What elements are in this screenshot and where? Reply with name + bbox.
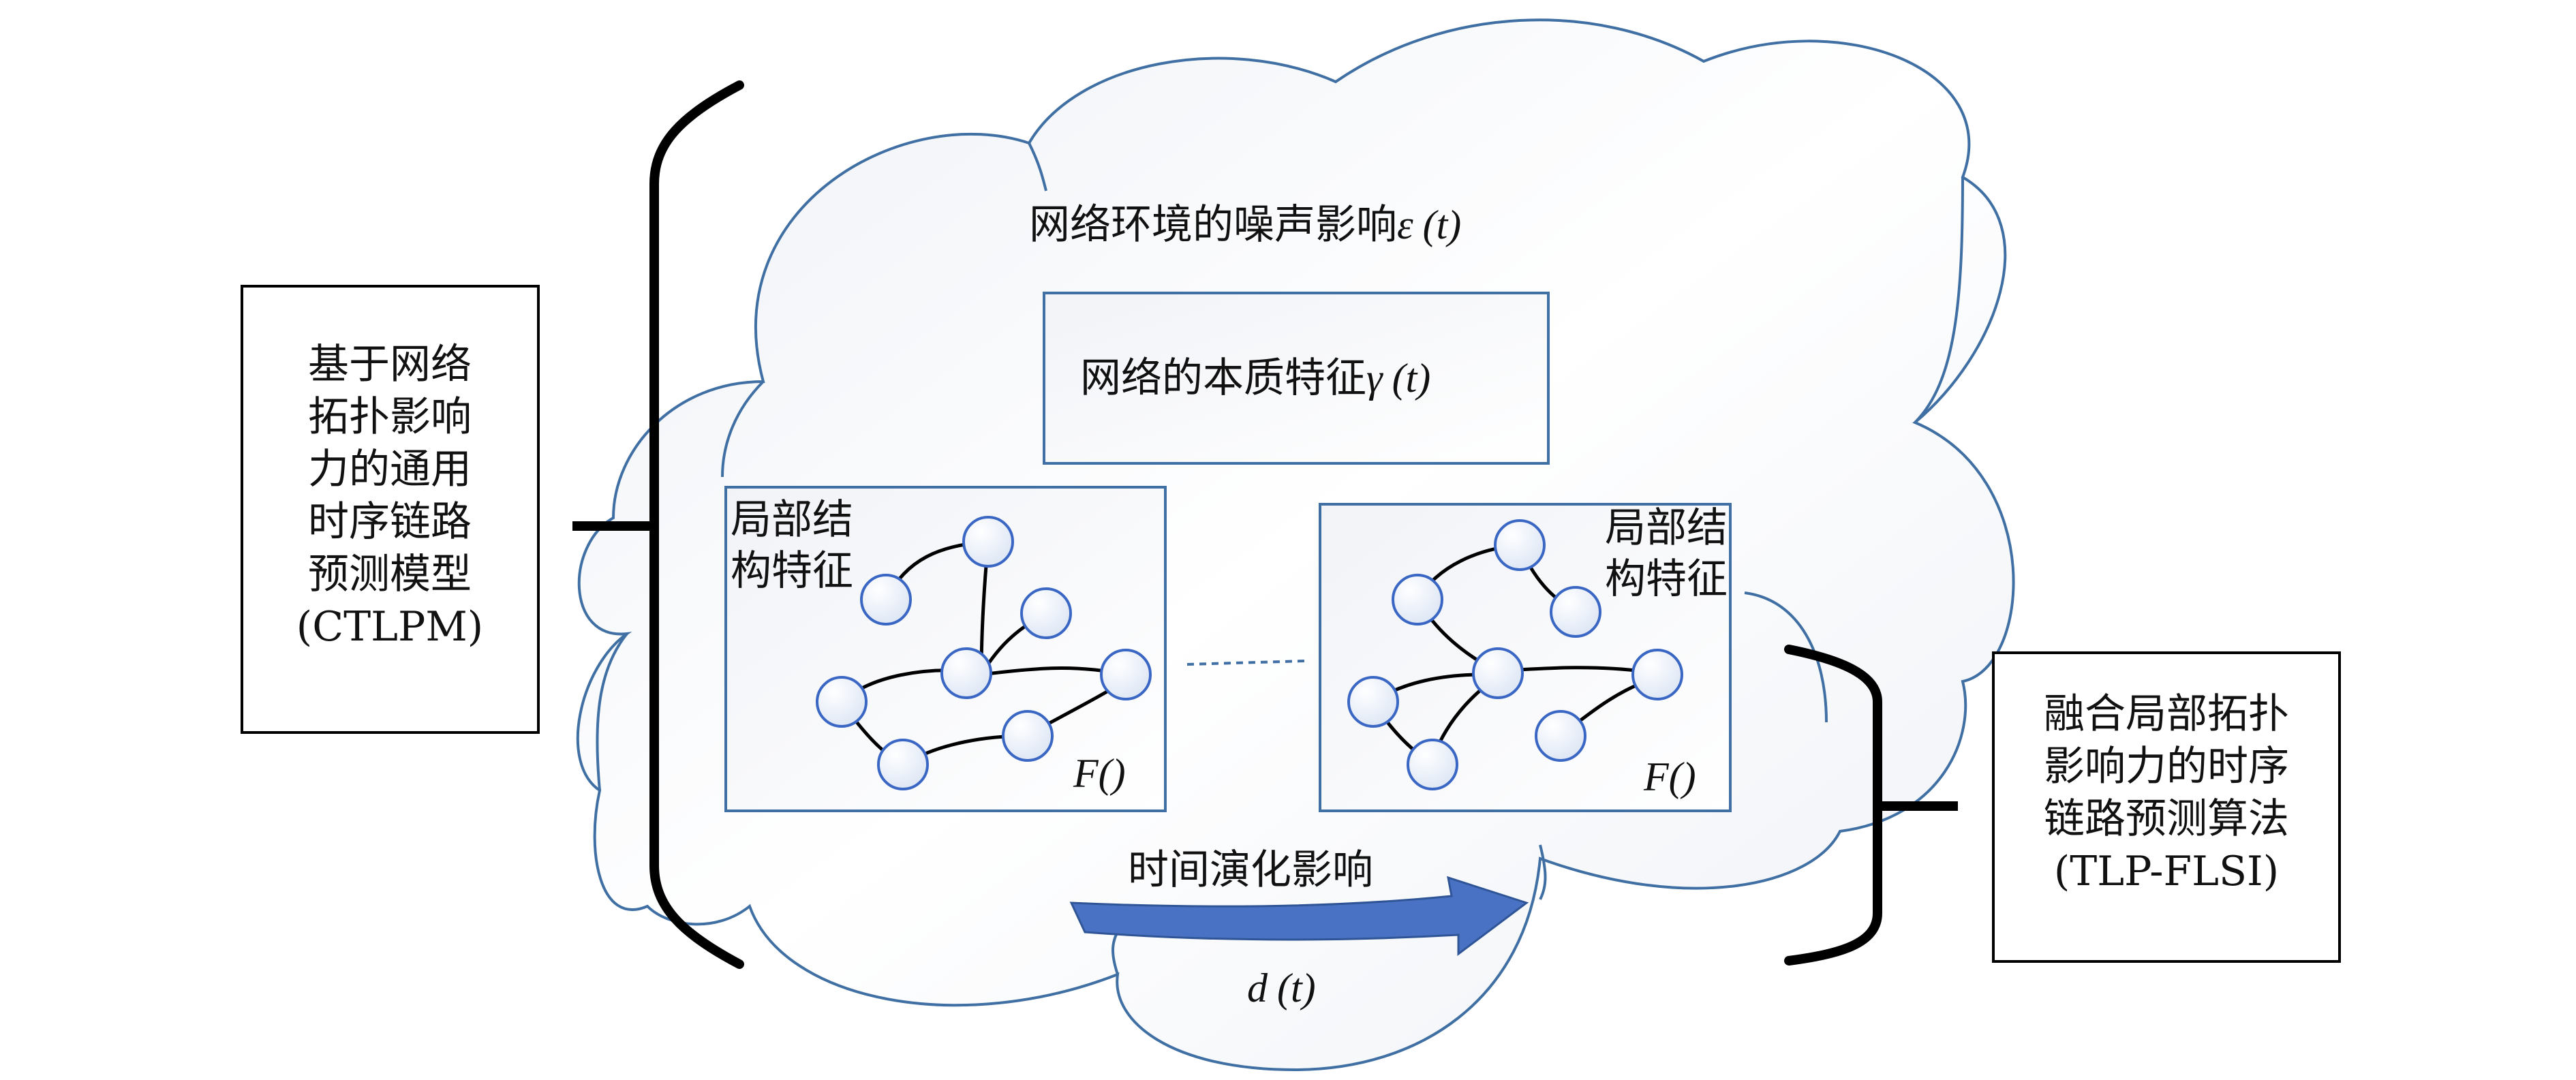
- svg-text:d(t): d(t): [1247, 966, 1316, 1010]
- graph-node: [1631, 649, 1683, 700]
- left-box-line-5: 预测模型: [308, 551, 472, 598]
- time-symbol: d: [1247, 966, 1268, 1010]
- time-evolution-label: 时间演化影响: [1128, 846, 1373, 894]
- left-function-label: F(): [1073, 751, 1126, 796]
- graph-node: [1494, 519, 1546, 571]
- graph-node: [877, 739, 929, 790]
- right-panel-title-1: 局部结: [1605, 504, 1728, 552]
- right-algorithm-box: 融合局部拓扑 影响力的时序 链路预测算法 (TLP-FLSI): [1992, 651, 2341, 963]
- left-brace: [572, 80, 744, 969]
- right-box-line-4: (TLP-FLSI): [2054, 848, 2279, 895]
- left-panel-title-1: 局部结: [731, 496, 853, 544]
- noise-symbol: ε: [1397, 202, 1413, 247]
- graph-node: [1002, 710, 1054, 762]
- graph-node: [860, 574, 912, 626]
- graph-node: [1100, 649, 1152, 700]
- graph-node: [940, 647, 992, 699]
- svg-text:网络环境的噪声影响ε(t): 网络环境的噪声影响ε (t): [1029, 201, 1461, 249]
- right-graph-nodes: [1347, 519, 1683, 790]
- left-panel-title-2: 构特征: [731, 547, 853, 595]
- right-brace: [1784, 645, 1958, 966]
- left-graph-nodes: [816, 516, 1152, 790]
- right-box-line-3: 链路预测算法: [2044, 795, 2289, 843]
- left-box-line-4: 时序链路: [308, 498, 472, 546]
- essence-arg: (t): [1392, 356, 1431, 401]
- left-graph-panel: 局部结 构特征 F(): [724, 486, 1167, 812]
- left-box-line-2: 拓扑影响: [308, 393, 472, 441]
- right-box-line-2: 影响力的时序: [2044, 743, 2289, 790]
- graph-node: [1535, 710, 1586, 762]
- essence-symbol: γ: [1366, 356, 1383, 401]
- essence-box: 网络的本质特征γ(t): [1043, 292, 1550, 465]
- graph-node: [816, 676, 868, 728]
- time-evolution: 时间演化影响 d(t): [1069, 846, 1529, 1010]
- svg-text:网络的本质特征γ(t): 网络的本质特征γ(t): [1080, 354, 1430, 402]
- graph-node: [1392, 574, 1443, 626]
- right-graph-panel: 局部结 构特征 F(): [1319, 503, 1732, 812]
- graph-node: [962, 516, 1014, 568]
- right-box-line-1: 融合局部拓扑: [2044, 690, 2289, 738]
- left-box-line-1: 基于网络: [308, 341, 472, 388]
- graph-node: [1347, 676, 1399, 728]
- graph-node: [1407, 739, 1458, 790]
- graph-node: [1020, 587, 1072, 639]
- time-arrow: [1069, 876, 1529, 956]
- left-model-box: 基于网络 拓扑影响 力的通用 时序链路 预测模型 (CTLPM): [241, 285, 540, 734]
- right-panel-title-2: 构特征: [1605, 555, 1728, 603]
- noise-arg: (t): [1423, 202, 1462, 247]
- noise-label-text: 网络环境的噪声影响: [1029, 201, 1397, 249]
- graph-node: [1550, 586, 1601, 638]
- panel-connector: [1186, 660, 1306, 666]
- left-box-line-6: (CTLPM): [296, 603, 483, 651]
- time-arg: (t): [1277, 966, 1316, 1010]
- noise-label: 网络环境的噪声影响ε (t): [1029, 201, 1461, 249]
- graph-node: [1472, 647, 1524, 699]
- left-box-line-3: 力的通用: [308, 446, 472, 493]
- right-function-label: F(): [1643, 754, 1696, 799]
- essence-label-text: 网络的本质特征: [1080, 354, 1366, 402]
